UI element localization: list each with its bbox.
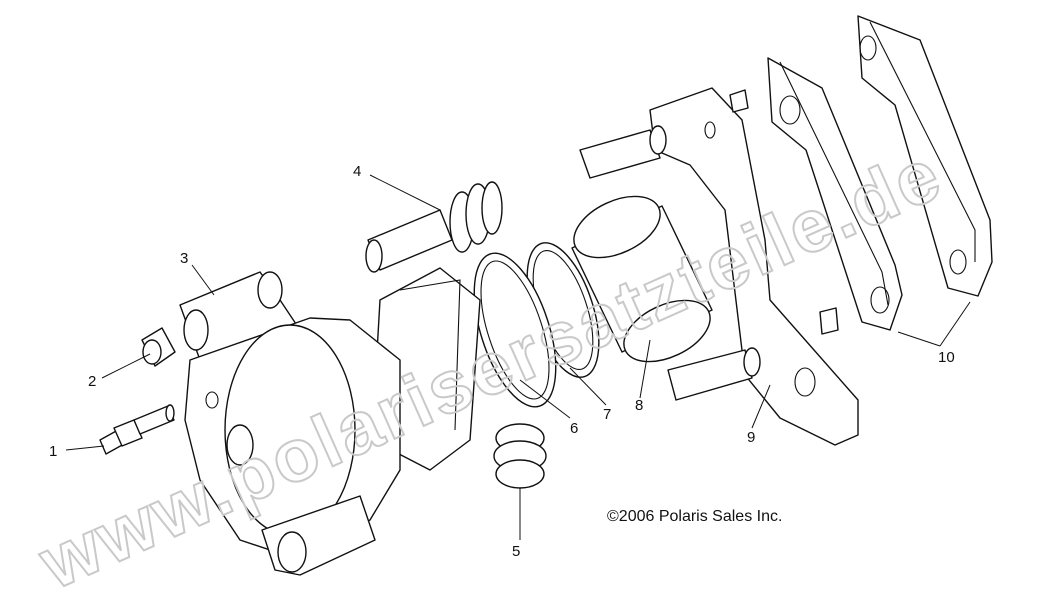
dust-seal-ring: [473, 252, 557, 408]
guide-pin-upper: [365, 181, 503, 273]
callout-8: 8: [635, 397, 643, 414]
brake-pad-front: [767, 57, 903, 331]
caliper-body: [179, 267, 481, 576]
piston: [571, 195, 713, 363]
callout-9: 9: [747, 429, 755, 446]
bleeder-screw: [99, 404, 175, 455]
bushing: [141, 327, 176, 367]
callout-3: 3: [180, 250, 188, 267]
callout-10: 10: [938, 349, 955, 366]
leader-lines: [65, 174, 971, 540]
callout-4: 4: [353, 163, 361, 180]
copyright-notice: ©2006 Polaris Sales Inc.: [607, 508, 783, 525]
callout-labels: 1 2 3 4 5 6 7 8 9 10: [49, 163, 955, 560]
callout-6: 6: [570, 420, 578, 437]
callout-1: 1: [49, 443, 57, 460]
guide-pin-boot-lower: [493, 423, 547, 489]
brake-pad-rear: [857, 15, 993, 297]
callout-5: 5: [512, 543, 520, 560]
caliper-bracket: [579, 87, 859, 446]
callout-7: 7: [603, 406, 611, 423]
callout-2: 2: [88, 373, 96, 390]
